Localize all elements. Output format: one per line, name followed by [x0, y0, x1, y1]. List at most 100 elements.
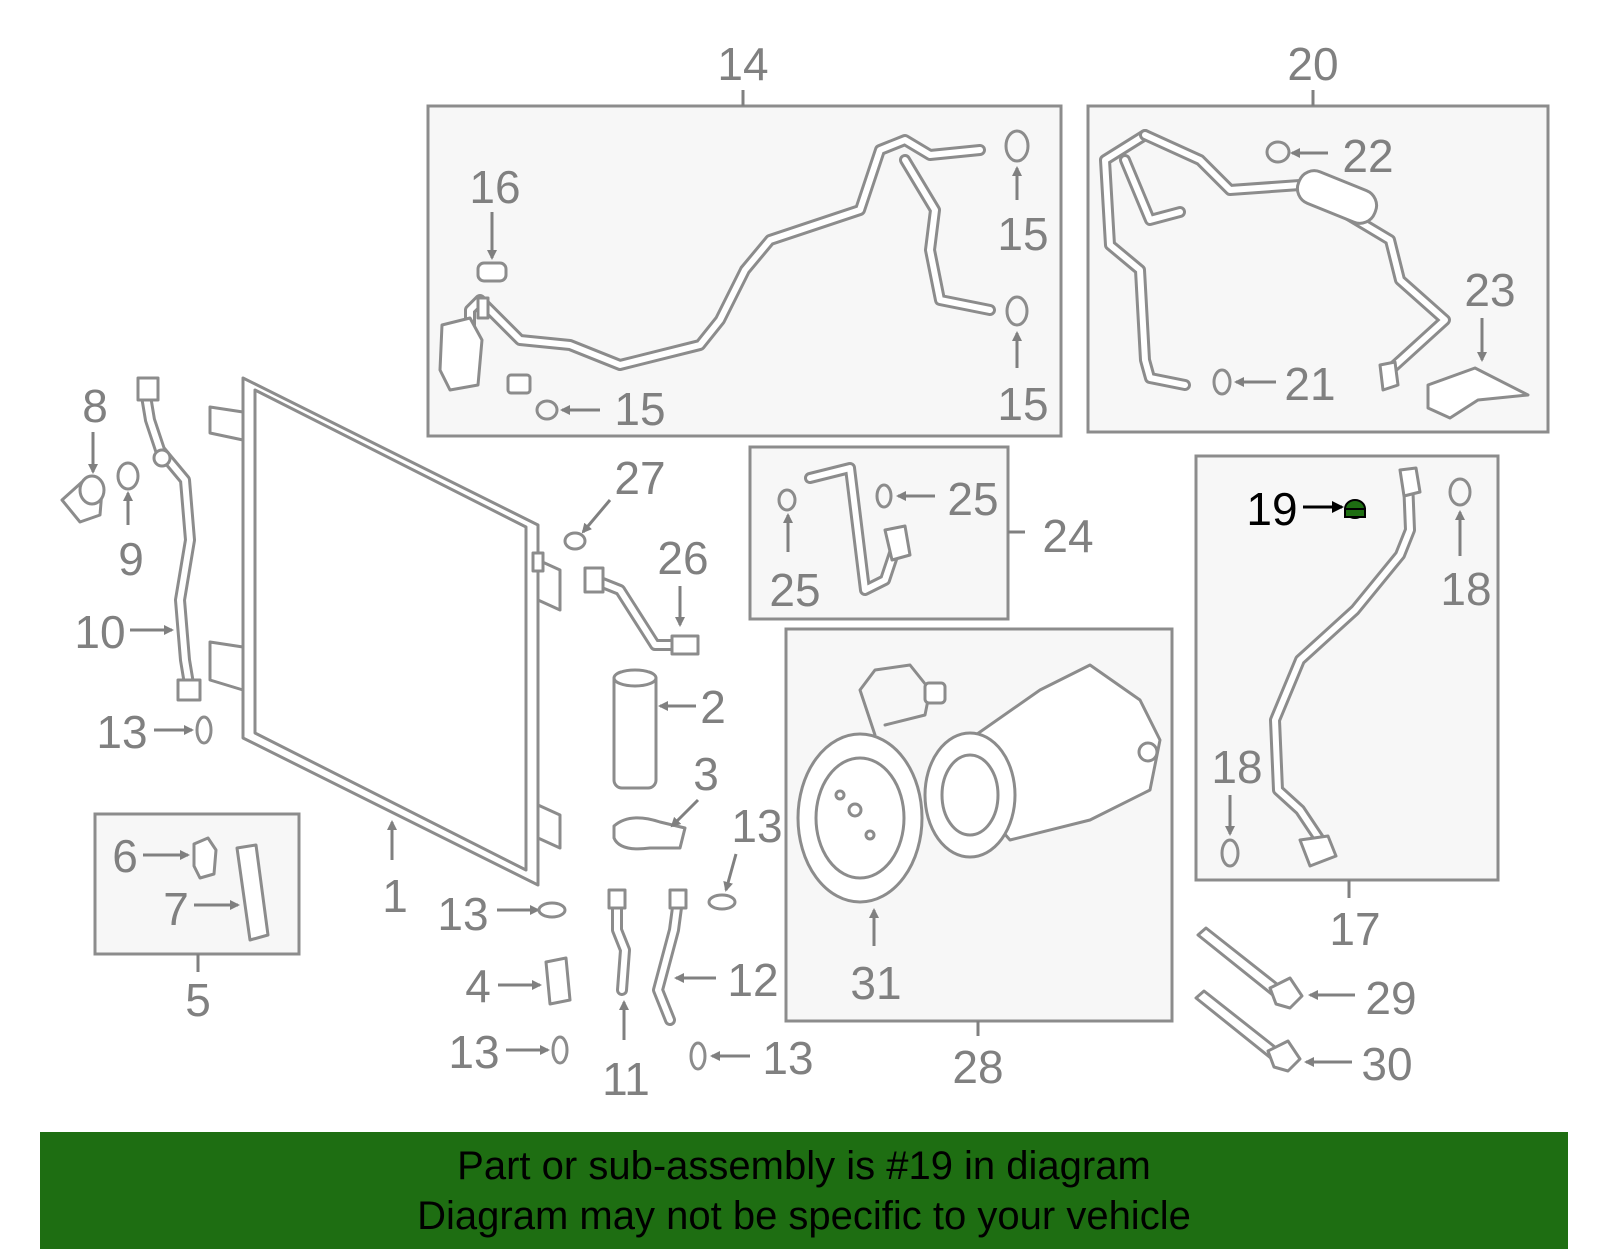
callout-24: 24 [1008, 510, 1094, 562]
callout-13d: 13 [707, 800, 783, 911]
callout-21: 21 [1234, 358, 1336, 410]
callout-1: 1 [382, 820, 408, 922]
svg-text:26: 26 [657, 532, 708, 584]
svg-text:18: 18 [1211, 741, 1262, 793]
callout-9: 9 [118, 491, 144, 585]
callout-4: 4 [465, 960, 542, 1012]
part-19-highlighted [1344, 499, 1366, 519]
svg-text:29: 29 [1365, 972, 1416, 1024]
svg-text:22: 22 [1342, 130, 1393, 182]
callout-3: 3 [670, 748, 719, 828]
svg-text:1: 1 [382, 870, 408, 922]
svg-text:25: 25 [947, 473, 998, 525]
callout-10: 10 [74, 606, 174, 658]
callout-14: 14 [717, 38, 769, 106]
box-5 [93, 812, 301, 956]
callout-15a: 15 [997, 166, 1049, 260]
box-24 [748, 445, 1010, 621]
callout-22: 22 [1290, 130, 1394, 182]
part-30-bolt [1194, 989, 1302, 1073]
svg-text:3: 3 [693, 748, 719, 800]
part-2-receiver-drier [612, 668, 658, 790]
svg-text:13: 13 [96, 706, 147, 758]
svg-text:31: 31 [850, 957, 901, 1009]
svg-text:30: 30 [1361, 1038, 1412, 1090]
part-10-pipe [136, 376, 202, 702]
callout-19: 19 [1246, 483, 1344, 535]
svg-text:28: 28 [952, 1041, 1003, 1093]
svg-text:15: 15 [997, 208, 1048, 260]
svg-text:17: 17 [1329, 903, 1380, 955]
part-26-pipe [583, 566, 700, 656]
svg-text:20: 20 [1287, 38, 1338, 90]
part-1-condenser [208, 376, 562, 887]
svg-text:14: 14 [717, 38, 768, 90]
callout-23: 23 [1464, 264, 1516, 362]
callout-29: 29 [1308, 972, 1417, 1024]
svg-text:13: 13 [448, 1026, 499, 1078]
svg-text:13: 13 [762, 1032, 813, 1084]
part-9-o-ring [116, 461, 140, 491]
part-3-bracket [612, 816, 687, 851]
svg-text:9: 9 [118, 533, 144, 585]
svg-text:15: 15 [614, 383, 665, 435]
svg-text:5: 5 [185, 974, 211, 1026]
banner-line-2: Diagram may not be specific to your vehi… [417, 1193, 1191, 1238]
svg-text:2: 2 [700, 681, 726, 733]
svg-text:12: 12 [727, 954, 778, 1006]
callout-15c: 15 [560, 383, 666, 435]
callout-13a: 13 [96, 706, 213, 758]
banner-line-1: Part or sub-assembly is #19 in diagram [457, 1143, 1151, 1188]
callout-18b: 18 [1211, 741, 1263, 836]
svg-text:13: 13 [437, 888, 488, 940]
svg-text:7: 7 [163, 883, 189, 935]
svg-text:4: 4 [465, 960, 491, 1012]
callout-6: 6 [112, 830, 190, 882]
box-14 [426, 104, 1063, 438]
box-28 [784, 627, 1174, 1023]
callout-15b: 15 [997, 331, 1049, 430]
callout-26: 26 [657, 532, 709, 627]
svg-text:25: 25 [769, 564, 820, 616]
info-banner: Part or sub-assembly is #19 in diagram D… [40, 1132, 1568, 1249]
callout-17: 17 [1329, 880, 1381, 955]
part-11-pipe [607, 888, 631, 996]
callout-27: 27 [581, 452, 666, 534]
part-8-sensor [60, 474, 106, 524]
box-20 [1086, 104, 1550, 434]
svg-text:8: 8 [82, 380, 108, 432]
callout-13c: 13 [448, 1026, 569, 1078]
part-29-bolt [1196, 926, 1304, 1010]
part-27-o-ring [563, 531, 587, 551]
callout-7: 7 [163, 883, 240, 935]
callout-28: 28 [952, 1021, 1004, 1093]
svg-text:24: 24 [1042, 510, 1093, 562]
svg-text:13: 13 [731, 800, 782, 852]
callout-16: 16 [469, 161, 521, 260]
callout-11: 11 [602, 1000, 650, 1105]
svg-text:23: 23 [1464, 264, 1515, 316]
svg-text:15: 15 [997, 378, 1048, 430]
callout-5: 5 [185, 954, 211, 1026]
svg-text:11: 11 [602, 1053, 650, 1105]
callout-12: 12 [674, 954, 779, 1006]
svg-text:21: 21 [1284, 358, 1335, 410]
svg-text:16: 16 [469, 161, 520, 213]
callout-20: 20 [1287, 38, 1339, 106]
callout-30: 30 [1304, 1038, 1413, 1090]
callout-13e: 13 [689, 1032, 814, 1084]
svg-text:27: 27 [614, 452, 665, 504]
callout-2: 2 [658, 681, 726, 733]
callout-25b: 25 [769, 513, 821, 616]
callout-31: 31 [850, 908, 902, 1009]
svg-text:6: 6 [112, 830, 138, 882]
box-17 [1194, 454, 1500, 882]
callout-13b: 13 [437, 888, 567, 940]
part-12-pipe [652, 888, 688, 1026]
svg-text:19: 19 [1246, 483, 1297, 535]
callout-18a: 18 [1440, 510, 1492, 615]
svg-text:18: 18 [1440, 563, 1491, 615]
callout-8: 8 [82, 380, 108, 474]
svg-text:10: 10 [74, 606, 125, 658]
